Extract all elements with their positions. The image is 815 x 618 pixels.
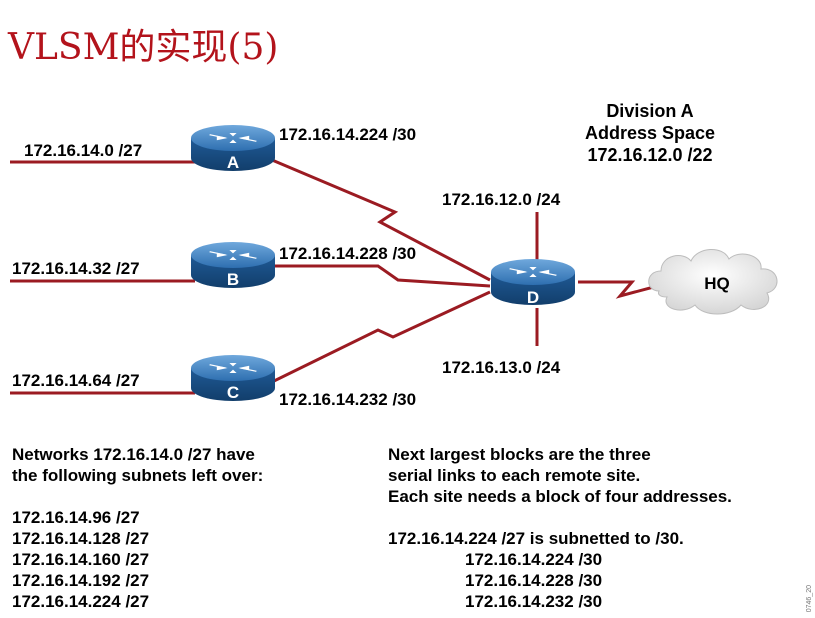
division-line3: 172.16.12.0 /22 xyxy=(587,145,713,165)
division-line2: Address Space xyxy=(584,123,716,143)
serial-subnet-list: 172.16.14.224 /30 172.16.14.228 /30 172.… xyxy=(465,549,602,612)
division-heading: Division A Address Space 172.16.12.0 /22 xyxy=(560,100,740,166)
slide-title: VLSM的实现(5) xyxy=(8,27,279,68)
list-item: 172.16.14.224 /27 xyxy=(12,592,150,611)
list-item: 172.16.14.160 /27 xyxy=(12,550,150,569)
list-item: 172.16.14.228 /30 xyxy=(465,571,603,590)
router-c-label: C xyxy=(227,383,239,402)
lan-label-c: 172.16.14.64 /27 xyxy=(12,371,140,390)
lan-label-a: 172.16.14.0 /27 xyxy=(24,141,143,160)
serial-link-a xyxy=(271,158,491,282)
list-item: 172.16.14.192 /27 xyxy=(12,571,150,590)
right-text-line1: Next largest blocks are the three xyxy=(388,445,651,464)
hq-cloud-icon[interactable]: HQ xyxy=(648,249,778,315)
right-text-block: Next largest blocks are the three serial… xyxy=(388,444,732,507)
router-d-icon[interactable]: D xyxy=(491,259,575,307)
serial-link-hq xyxy=(578,280,666,299)
router-b-icon[interactable]: B xyxy=(191,242,275,289)
right-text-line3: Each site needs a block of four addresse… xyxy=(388,487,732,506)
list-item: 172.16.14.96 /27 xyxy=(12,508,140,527)
serial-label-c: 172.16.14.232 /30 xyxy=(279,390,417,409)
list-item: 172.16.14.232 /30 xyxy=(465,592,603,611)
d-lan-label-top: 172.16.12.0 /24 xyxy=(442,190,561,209)
list-item: 172.16.14.224 /30 xyxy=(465,550,603,569)
serial-link-c xyxy=(271,290,491,384)
division-line1: Division A xyxy=(606,101,694,121)
serial-label-b: 172.16.14.228 /30 xyxy=(279,244,417,263)
router-c-icon[interactable]: C xyxy=(191,355,275,402)
router-a-icon[interactable]: A xyxy=(191,125,275,172)
d-lan-label-bottom: 172.16.13.0 /24 xyxy=(442,358,561,377)
left-text-block: Networks 172.16.14.0 /27 have the follow… xyxy=(12,444,263,486)
router-d-label: D xyxy=(527,288,539,307)
lan-label-b: 172.16.14.32 /27 xyxy=(12,259,140,278)
leftover-subnet-list: 172.16.14.96 /27 172.16.14.128 /27 172.1… xyxy=(12,507,149,612)
list-item: 172.16.14.128 /27 xyxy=(12,529,150,548)
right-text-line4: 172.16.14.224 /27 is subnetted to /30. xyxy=(388,529,684,548)
left-text-line2: the following subnets left over: xyxy=(12,466,264,485)
serial-link-b xyxy=(272,264,491,288)
serial-label-a: 172.16.14.224 /30 xyxy=(279,125,417,144)
hq-label: HQ xyxy=(704,274,730,293)
router-a-label: A xyxy=(227,153,239,172)
slide-code: 0746_20 xyxy=(806,584,813,612)
left-text-line1: Networks 172.16.14.0 /27 have xyxy=(12,445,255,464)
router-b-label: B xyxy=(227,270,239,289)
right-text-line2: serial links to each remote site. xyxy=(388,466,641,485)
